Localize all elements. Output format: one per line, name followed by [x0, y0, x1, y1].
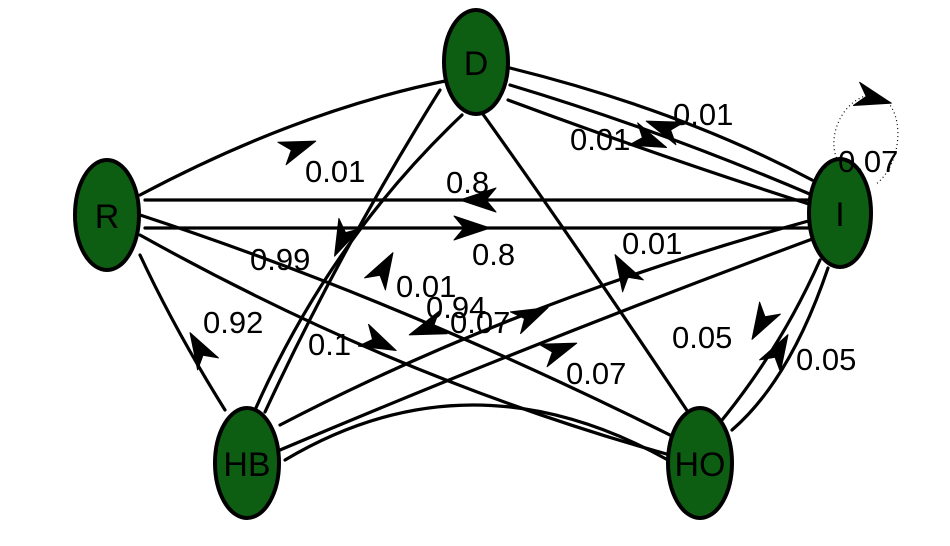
arrowhead-i-ho [751, 301, 781, 340]
node-r-label: R [95, 198, 120, 236]
arrowhead-hb-d [364, 252, 394, 291]
edge-d-ho [478, 108, 692, 417]
node-hb: HB [213, 406, 281, 520]
edge-i-i-loop [833, 94, 899, 186]
edge-r-ho-upper [138, 213, 682, 442]
edge-label-ho-i: 0.05 [796, 342, 856, 377]
edge-label-hb-i: 0.07 [566, 356, 626, 391]
edge-label-d-i: 0.01 [570, 122, 630, 157]
edge-i-ho-right [730, 266, 830, 432]
edge-label-i-hb: 0.07 [450, 305, 510, 340]
edge-d-i-third [506, 98, 814, 207]
edge-label-d-hb: 0.99 [250, 242, 310, 277]
node-i: I [807, 157, 873, 269]
node-ho-label: HO [675, 446, 726, 484]
edge-r-ho-lower [138, 233, 672, 457]
edge-d-i-lower [508, 83, 814, 197]
edge-i-hb-lower [278, 236, 817, 452]
arrowhead-i-d [645, 120, 685, 146]
node-r-shape [73, 158, 141, 272]
node-d-shape [442, 8, 510, 116]
edge-d-i-upper [508, 66, 814, 182]
edge-hb-d [263, 88, 442, 414]
edge-label-i-i: 0.07 [838, 144, 898, 179]
edge-label-i-d-top: 0.01 [673, 97, 733, 132]
arrowhead-d-i [628, 122, 668, 148]
arrowhead-r-d [277, 140, 317, 166]
edge-label-r-ho: 0.94 [426, 290, 486, 325]
arrowhead-d-hb [334, 217, 362, 257]
arrowheads [189, 81, 892, 373]
edge-label-hb-r: 0.92 [203, 305, 263, 340]
edge-label-ho-r: 0.1 [308, 327, 351, 362]
arrowhead-hb-i-lower [538, 342, 578, 368]
edge-label-hb-d: 0.01 [396, 269, 456, 304]
node-d-label: D [464, 45, 489, 83]
edge-labels: 0.01 0.01 0.01 0.07 0.8 0.8 0.99 0.01 0.… [203, 97, 898, 391]
node-hb-shape [213, 406, 281, 520]
arrowhead-ho-i [759, 334, 789, 373]
node-hb-label: HB [223, 446, 270, 484]
arrowhead-i-i [852, 81, 892, 106]
node-ho: HO [666, 406, 734, 520]
arrowhead-i-r [459, 187, 497, 213]
edge-label-i-r: 0.8 [446, 165, 489, 200]
node-ho-shape [666, 406, 734, 520]
edge-label-r-d: 0.01 [305, 154, 365, 189]
node-r: R [73, 158, 141, 272]
node-i-label: I [835, 196, 844, 234]
node-d: D [442, 8, 510, 116]
edge-ho-hb [283, 403, 670, 462]
arrowhead-ho-hb [357, 323, 397, 351]
node-i-shape [807, 157, 873, 269]
arrowhead-ho-d [614, 254, 644, 293]
edge-label-i-ho: 0.05 [672, 320, 732, 355]
arrowhead-hb-r [189, 332, 219, 371]
edge-label-r-i: 0.8 [472, 237, 515, 272]
arrowhead-hb-i-upper [509, 307, 549, 335]
edge-hb-r [138, 253, 227, 412]
edge-label-ho-d: 0.01 [622, 226, 682, 261]
arrowhead-i-hb [408, 310, 448, 336]
arrowhead-r-i [453, 215, 491, 241]
edge-r-d [138, 78, 452, 197]
